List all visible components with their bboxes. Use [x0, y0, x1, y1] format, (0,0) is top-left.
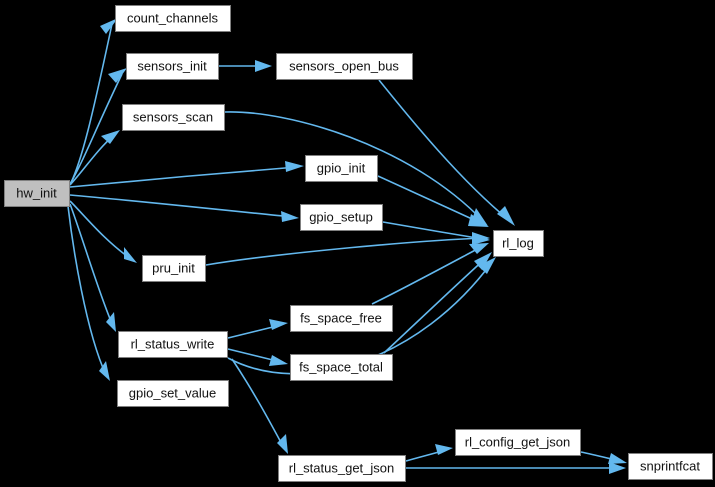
edge-line [231, 358, 285, 449]
node-rl_status_write[interactable]: rl_status_write [118, 331, 228, 358]
node-box[interactable] [4, 180, 70, 207]
node-count_channels[interactable]: count_channels [115, 5, 231, 32]
node-gpio_setup[interactable]: gpio_setup [300, 204, 383, 231]
edge-line [371, 245, 484, 305]
edge-hw_init-to-rl_status_write [69, 203, 116, 332]
edge-line [69, 200, 132, 260]
node-box[interactable] [278, 455, 406, 482]
arrowhead-icon [100, 18, 118, 34]
edge-hw_init-to-gpio_setup [69, 194, 299, 222]
node-hw_init[interactable]: hw_init [4, 180, 70, 207]
edge-rl_config_get_json-to-snprintfcat [580, 451, 627, 464]
edge-rl_status_write-to-fs_space_total [227, 348, 288, 366]
edge-rl_status_get_json-to-rl_config_get_json [405, 444, 453, 462]
edge-rl_status_write-to-fs_space_free [227, 319, 288, 339]
edge-line [382, 221, 484, 240]
node-box[interactable] [305, 155, 378, 182]
arrowhead-icon [435, 444, 453, 455]
arrowhead-icon [106, 312, 116, 332]
edge-line [224, 111, 484, 222]
arrowhead-icon [472, 232, 490, 244]
node-rl_config_get_json[interactable]: rl_config_get_json [455, 429, 581, 456]
node-sensors_init[interactable]: sensors_init [126, 53, 219, 80]
arrowhead-icon [608, 453, 627, 464]
node-box[interactable] [142, 255, 206, 282]
edge-hw_init-to-count_channels [69, 18, 118, 186]
node-box[interactable] [290, 305, 393, 332]
arrowhead-icon [101, 130, 120, 144]
edge-sensors_open_bus-to-rl_log [378, 79, 515, 226]
arrowhead-icon [269, 319, 288, 330]
node-box[interactable] [300, 204, 383, 231]
nodes-layer: hw_initcount_channelssensors_initsensors… [4, 5, 713, 482]
arrowhead-icon [474, 252, 492, 270]
edge-line [67, 205, 107, 376]
node-box[interactable] [628, 453, 713, 480]
node-box[interactable] [115, 5, 231, 32]
edge-hw_init-to-gpio_set_value [67, 205, 110, 381]
node-box[interactable] [118, 331, 228, 358]
edge-hw_init-to-gpio_init [69, 161, 304, 188]
node-fs_space_free[interactable]: fs_space_free [290, 305, 393, 332]
edge-gpio_init-to-rl_log [377, 175, 489, 227]
edge-line [378, 79, 511, 222]
node-box[interactable] [122, 104, 225, 131]
edge-hw_init-to-pru_init [69, 200, 137, 263]
edge-fs_space_free-to-rl_log [371, 243, 489, 305]
arrowhead-icon [281, 211, 299, 222]
node-rl_status_get_json[interactable]: rl_status_get_json [278, 455, 406, 482]
node-gpio_set_value[interactable]: gpio_set_value [117, 380, 229, 407]
edge-line [377, 175, 484, 225]
node-pru_init[interactable]: pru_init [142, 255, 206, 282]
node-snprintfcat[interactable]: snprintfcat [628, 453, 713, 480]
edge-line [69, 194, 293, 218]
node-sensors_scan[interactable]: sensors_scan [122, 104, 225, 131]
node-box[interactable] [290, 354, 393, 381]
arrowhead-icon [609, 462, 626, 474]
edges-layer [67, 18, 627, 474]
edge-line [69, 203, 114, 327]
edge-pru_init-to-rl_log [205, 232, 490, 266]
node-sensors_open_bus[interactable]: sensors_open_bus [276, 53, 413, 80]
edge-fs_space_total-to-rl_log [383, 252, 492, 354]
arrowhead-icon [277, 434, 288, 454]
edge-hw_init-to-sensors_init [69, 68, 127, 185]
edge-sensors_init-to-sensors_open_bus [219, 60, 272, 72]
edge-line [69, 166, 298, 188]
edge-rl_status_write-to-rl_status_get_json [231, 358, 288, 454]
node-box[interactable] [455, 429, 581, 456]
node-box[interactable] [276, 53, 413, 80]
edge-line [69, 73, 123, 185]
edge-rl_status_get_json-to-snprintfcat [406, 462, 626, 474]
edge-line [69, 134, 115, 186]
node-box[interactable] [126, 53, 219, 80]
arrowhead-icon [285, 161, 304, 172]
node-box[interactable] [117, 380, 229, 407]
arrowhead-icon [124, 247, 137, 263]
arrowhead-icon [99, 361, 110, 381]
arrowhead-icon [497, 206, 515, 226]
node-rl_log[interactable]: rl_log [493, 230, 544, 257]
arrowhead-icon [469, 243, 489, 254]
edge-hw_init-to-sensors_scan [69, 130, 120, 186]
node-box[interactable] [493, 230, 544, 257]
node-gpio_init[interactable]: gpio_init [305, 155, 378, 182]
edge-line [205, 237, 484, 266]
node-fs_space_total[interactable]: fs_space_total [290, 354, 393, 381]
arrowhead-icon [269, 355, 288, 366]
arrowhead-icon [478, 257, 496, 274]
arrowhead-icon [108, 68, 127, 83]
arrowhead-icon [255, 60, 272, 72]
arrowhead-icon [468, 214, 489, 227]
edge-line [383, 256, 488, 354]
